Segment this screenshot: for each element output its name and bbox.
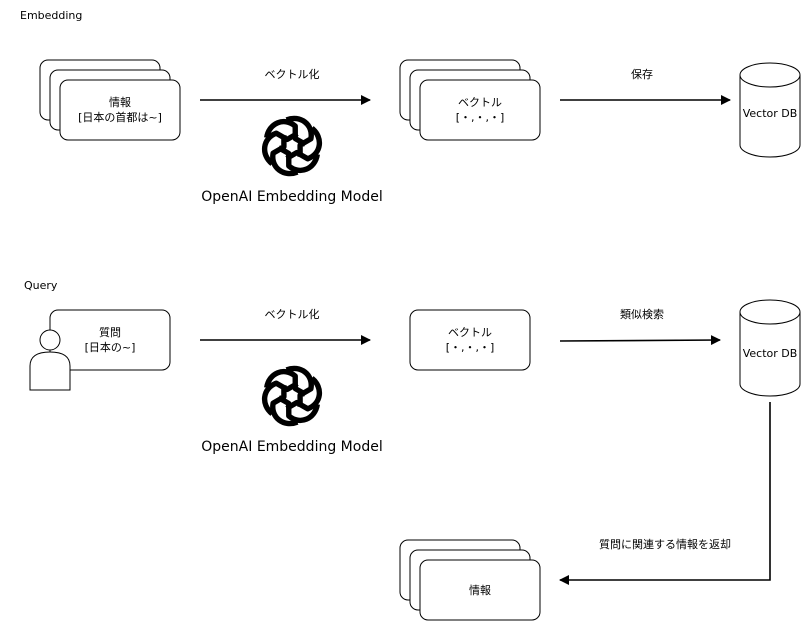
query-vector-box-title: ベクトル [448,326,492,339]
question-box: 質問 [日本の~] [49,309,171,371]
return-arrow-label: 質問に関連する情報を返却 [599,537,731,551]
vector-box-content: [・,・,・] [456,111,505,124]
openai-logo-icon [258,116,325,177]
info-box-title: 情報 [109,96,131,109]
info-document-stack: 情報 [日本の首都は~] [39,59,181,141]
model-label: OpenAI Embedding Model [201,189,382,205]
question-box-title: 質問 [99,325,121,339]
result-box-title: 情報 [469,584,491,597]
info-box-content: [日本の首都は~] [78,110,162,124]
query-vectorize-arrow-label: ベクトル化 [265,307,320,321]
result-document-stack: 情報 [399,539,541,621]
query-openai-logo-icon [258,366,325,427]
store-arrow-label: 保存 [631,67,653,81]
similarity-search-arrow-label: 類似検索 [620,307,664,321]
user-icon [29,329,71,391]
question-box-content: [日本の~] [85,340,136,354]
vector-db-cylinder: Vector DB [739,62,801,158]
vector-document-stack: ベクトル [・,・,・] [399,59,541,141]
section-label-embedding: Embedding [20,9,82,22]
query-model-label: OpenAI Embedding Model [201,439,382,455]
vector-box-title: ベクトル [458,96,502,109]
query-vector-box: ベクトル [・,・,・] [409,309,531,371]
query-vector-box-content: [・,・,・] [446,341,495,354]
similarity-search-arrow [559,335,721,346]
vectorize-arrow-label: ベクトル化 [265,67,320,81]
vector-db-label: Vector DB [743,107,798,120]
return-arrow [559,402,771,585]
section-label-query: Query [24,279,58,292]
query-vector-db-cylinder: Vector DB [739,299,801,397]
query-vector-db-label: Vector DB [743,347,798,360]
